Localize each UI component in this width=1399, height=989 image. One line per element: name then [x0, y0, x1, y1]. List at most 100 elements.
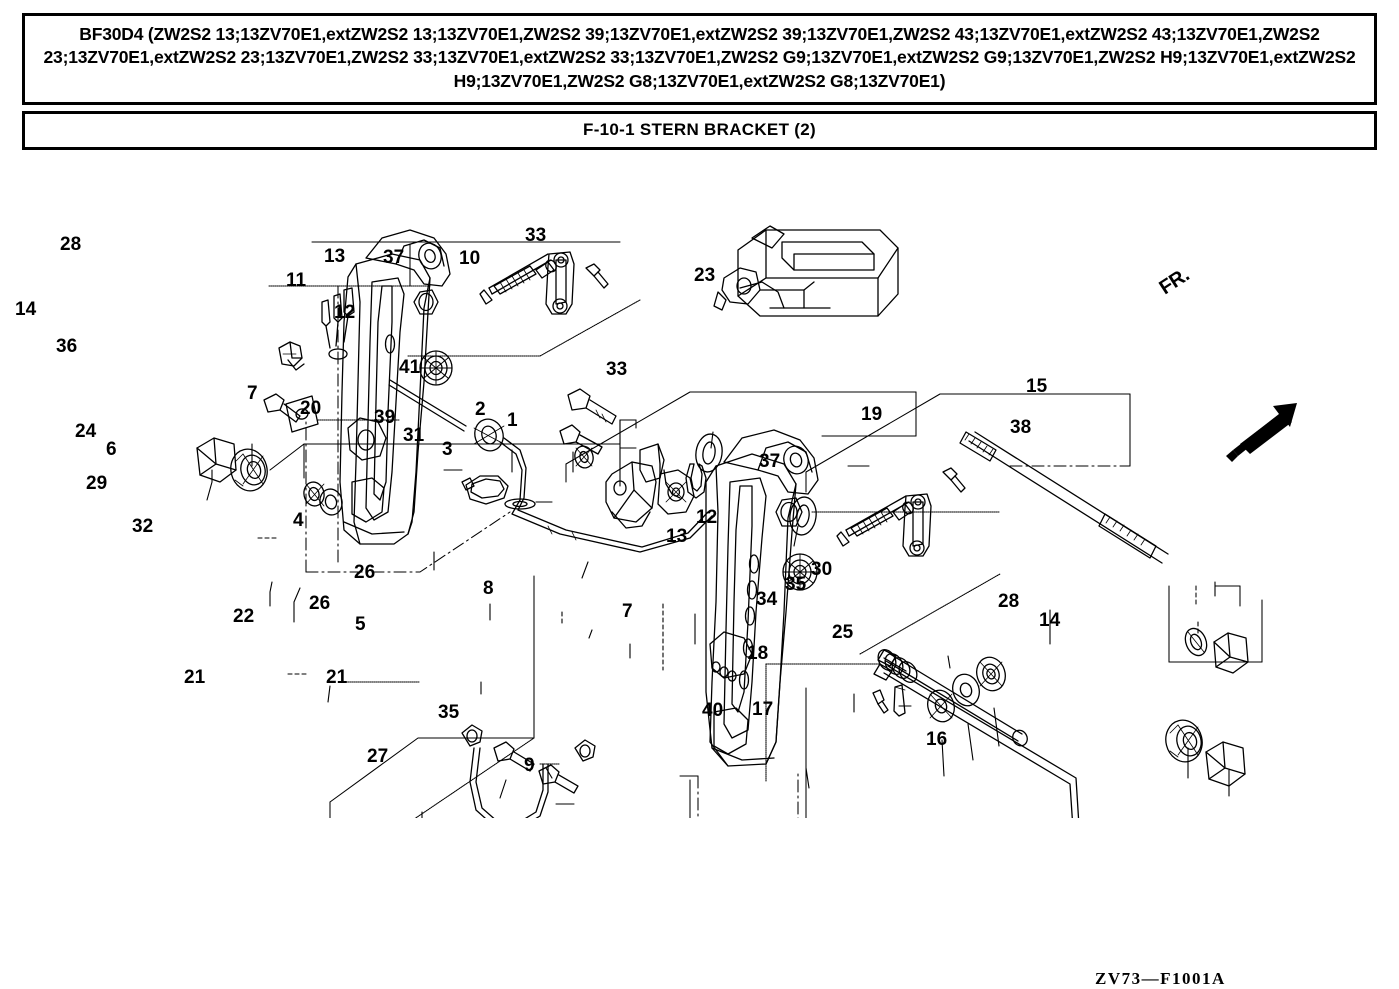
part-callout-14: 14 — [15, 299, 37, 320]
part-17-pin — [893, 684, 906, 717]
part-callout-18: 18 — [747, 643, 769, 664]
part-callout-7: 7 — [622, 601, 633, 622]
part-23-swivel-block — [713, 225, 899, 317]
part-callout-13: 13 — [666, 526, 688, 547]
part-callout-36: 36 — [56, 336, 78, 357]
part-callout-35: 35 — [785, 574, 807, 595]
part-37-left-screw — [585, 263, 609, 289]
part-callout-1: 1 — [507, 410, 518, 431]
part-41-bolt — [567, 388, 617, 425]
left-stern-bracket-body — [339, 229, 451, 545]
part-4-clip — [461, 475, 509, 505]
part-callout-11: 11 — [286, 270, 307, 291]
part-16-handle-rod — [873, 663, 1080, 818]
part-35-washer-right — [952, 673, 980, 707]
part-7-left-bushing — [419, 350, 453, 386]
part-33-washer-lower — [789, 496, 817, 536]
part-36-clip — [278, 341, 305, 371]
part-callout-19: 19 — [861, 404, 883, 425]
part-callout-38: 38 — [1010, 417, 1032, 438]
part-callout-29: 29 — [86, 473, 108, 494]
part-19-long-bolt — [959, 431, 1169, 564]
part-12-right-link — [902, 493, 932, 557]
part-callout-20: 20 — [300, 398, 322, 419]
part-callout-33: 33 — [606, 359, 628, 380]
part-callout-23: 23 — [694, 265, 716, 286]
part-26-bolt-right — [538, 764, 579, 794]
part-callout-31: 31 — [403, 425, 425, 446]
part-24-bolt — [263, 393, 301, 423]
diagram-header: BF30D4 (ZW2S2 13;13ZV70E1,extZW2S2 13;13… — [0, 0, 1399, 150]
part-callout-6: 6 — [106, 439, 117, 460]
part-callout-27: 27 — [367, 746, 389, 767]
part-12-left-link — [545, 251, 575, 315]
part-callout-39: 39 — [374, 407, 396, 428]
part-callout-17: 17 — [752, 699, 774, 720]
part-callout-28: 28 — [60, 234, 82, 255]
part-callout-22: 22 — [233, 606, 255, 627]
part-5-ground-cable — [461, 724, 596, 818]
part-37-right-screw — [942, 467, 966, 493]
part-callout-8: 8 — [483, 578, 494, 599]
part-29-32-bushings — [303, 481, 343, 516]
part-40-pin — [872, 689, 889, 714]
section-title: F-10-1 STERN BRACKET (2) — [583, 119, 816, 139]
part-callout-26: 26 — [354, 562, 376, 583]
part-14-right-cap — [1205, 741, 1246, 787]
part-callout-4: 4 — [293, 510, 304, 531]
part-callout-25: 25 — [832, 622, 854, 643]
assembly-group-boxes — [267, 241, 1263, 818]
part-callout-5: 5 — [355, 614, 366, 635]
part-1-spring-clip — [685, 463, 707, 499]
drawing-reference-code: ZV73—F1001A — [1095, 969, 1226, 988]
shift-cable — [388, 379, 713, 553]
part-callout-3: 3 — [442, 439, 453, 460]
part-28-upper-left-nut — [230, 448, 268, 492]
part-18-spring — [877, 649, 918, 683]
exploded-view-illustration — [196, 225, 1297, 818]
part-7-right-bushing — [782, 553, 818, 591]
part-30-nut — [976, 656, 1006, 692]
part-33-washer-upper — [695, 433, 723, 473]
part-callout-7: 7 — [247, 383, 258, 404]
part-callout-16: 16 — [926, 729, 948, 750]
fr-direction-arrow — [1226, 403, 1297, 462]
part-6-plate — [285, 395, 319, 433]
part-callout-24: 24 — [75, 421, 97, 442]
part-13-right-adjuster — [836, 495, 914, 547]
part-28-right-nut — [1165, 719, 1203, 763]
section-title-box: F-10-1 STERN BRACKET (2) — [22, 110, 1377, 150]
part-callout-9: 9 — [524, 755, 535, 776]
part-callout-21: 21 — [326, 667, 348, 688]
page-title: BF30D4 (ZW2S2 13;13ZV70E1,extZW2S2 13;13… — [43, 24, 1356, 91]
part-callout-15: 15 — [1026, 376, 1048, 397]
part-callout-10: 10 — [459, 248, 481, 269]
part-callout-21: 21 — [184, 667, 206, 688]
part-callout-33: 33 — [525, 225, 547, 246]
part-20-cable-grommet — [473, 418, 505, 452]
part-3-shift-lever — [605, 443, 695, 529]
part-callout-37: 37 — [383, 247, 405, 268]
leader-lines — [206, 419, 1230, 818]
part-26-bolt-left — [493, 741, 535, 772]
right-stern-bracket-body — [705, 429, 819, 767]
part-callout-26: 26 — [309, 593, 331, 614]
model-title-box: BF30D4 (ZW2S2 13;13ZV70E1,extZW2S2 13;13… — [22, 13, 1377, 105]
part-callout-12: 12 — [334, 302, 356, 323]
part-callout-40: 40 — [702, 700, 724, 721]
part-38-seal — [1184, 627, 1208, 657]
part-callout-2: 2 — [475, 399, 486, 420]
part-callout-14: 14 — [1039, 610, 1061, 631]
part-callout-28: 28 — [998, 591, 1020, 612]
part-31-washer — [574, 445, 594, 469]
part-2-rod — [663, 469, 681, 499]
part-callout-34: 34 — [756, 589, 778, 610]
part-15-cap — [1213, 632, 1249, 674]
part-14-upper-left-cap — [196, 437, 237, 483]
part-callout-37: 37 — [759, 451, 781, 472]
part-callout-32: 32 — [132, 516, 154, 537]
part-callout-30: 30 — [811, 559, 833, 580]
small-pins-group — [321, 287, 355, 360]
part-callout-35: 35 — [438, 702, 460, 723]
